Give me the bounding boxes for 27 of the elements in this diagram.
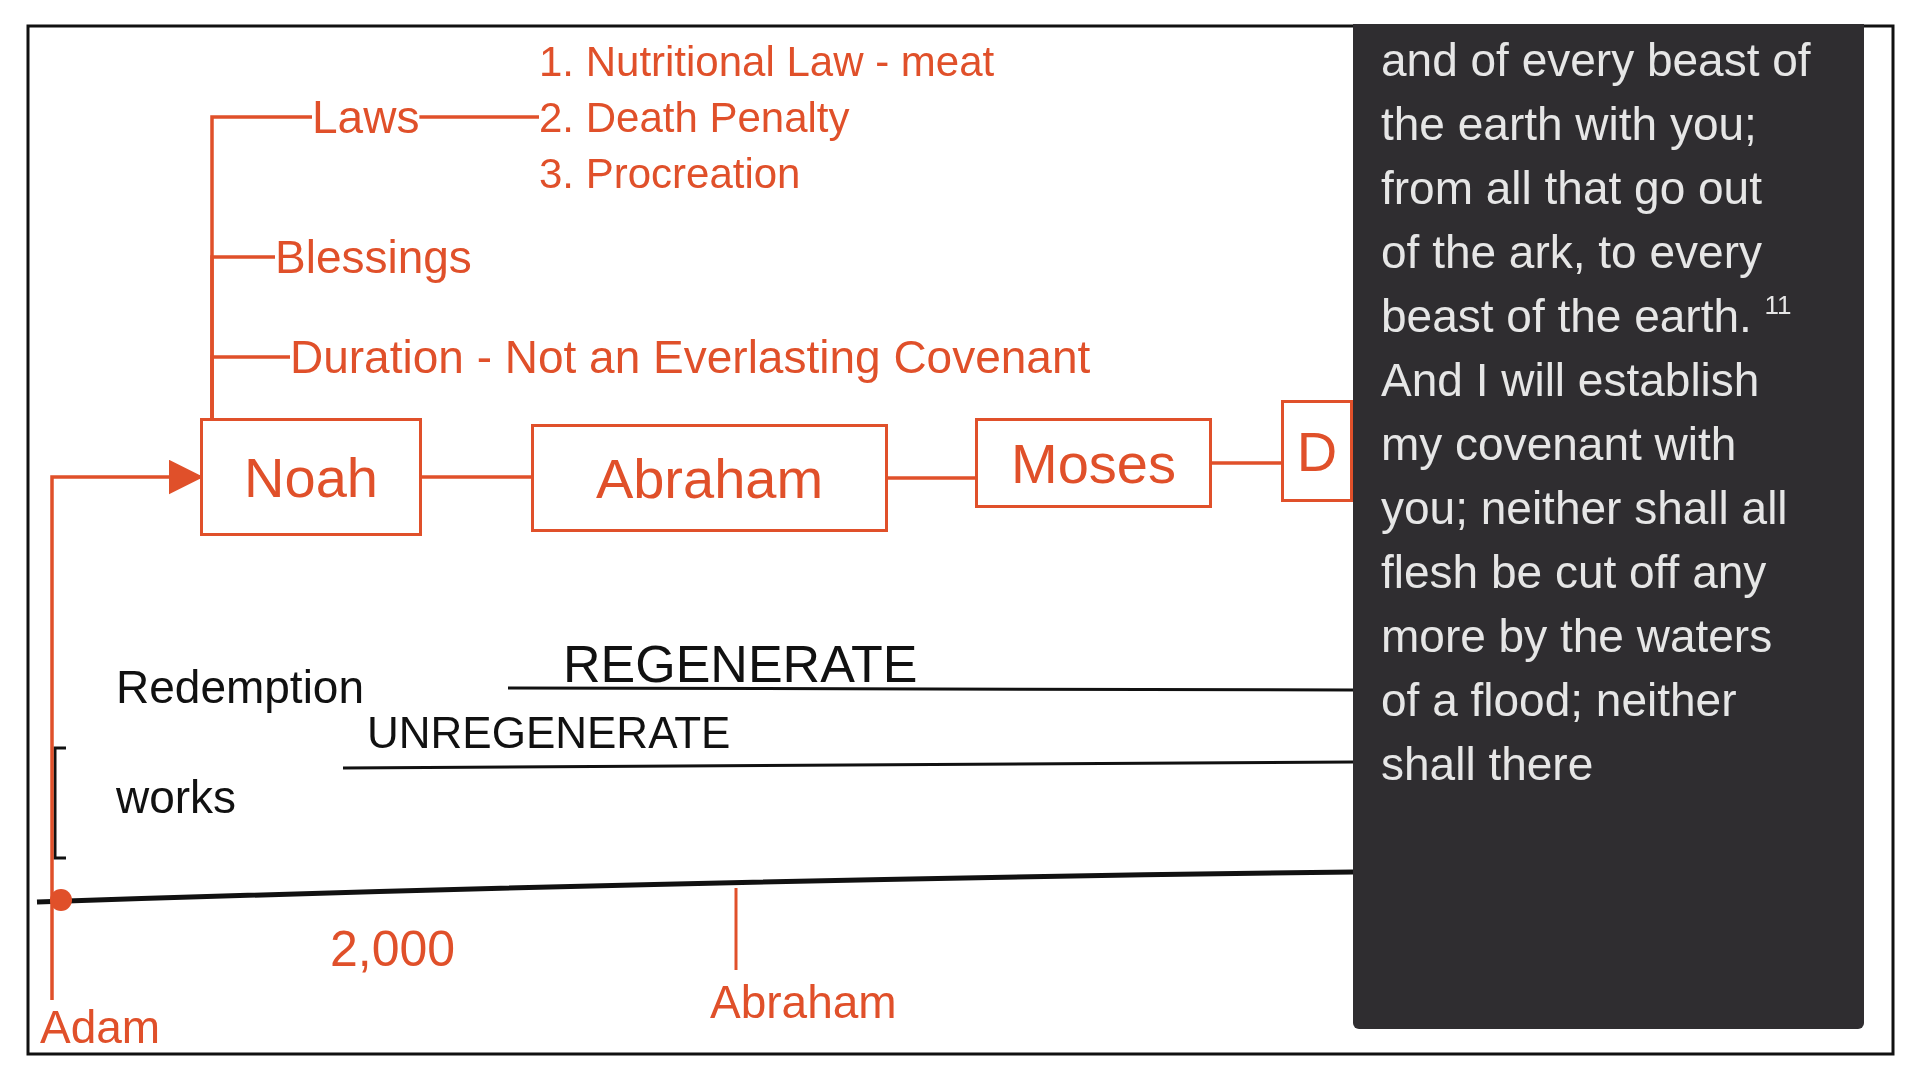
scripture-text: and of every beast of the earth with you; from all that go out of the ark, to every beast of the earth. $^{11}$ And I will establish my covenant with you; neither shall all flesh be cut off any more by the waters of a flood; neither shall there bbox=[1381, 33, 1811, 792]
connector-line bbox=[210, 355, 290, 418]
note-label: Abraham bbox=[710, 975, 897, 1029]
box-label: D bbox=[1296, 418, 1338, 484]
connector-line bbox=[1212, 461, 1281, 465]
list-item: 3. Procreation bbox=[539, 149, 802, 199]
handwritten-label: Laws bbox=[312, 90, 420, 144]
connector-line bbox=[419, 115, 539, 119]
name-box bbox=[1281, 400, 1353, 502]
handwritten-label: Duration - Not an Everlasting Covenant bbox=[290, 330, 1091, 384]
note-label: works bbox=[116, 770, 237, 824]
box-label: Noah bbox=[244, 444, 378, 510]
list-item: 2. Death Penalty bbox=[539, 93, 851, 143]
note-label: UNREGENERATE bbox=[367, 708, 731, 758]
connector-line bbox=[888, 476, 975, 480]
name-box bbox=[531, 424, 888, 532]
handwritten-label: Blessings bbox=[275, 230, 472, 284]
connector-line bbox=[422, 475, 531, 479]
name-box bbox=[200, 418, 422, 536]
handwritten-label: Adam bbox=[40, 1000, 161, 1054]
box-label: Abraham bbox=[595, 445, 824, 511]
note-label: Redemption bbox=[116, 660, 365, 714]
note-label: REGENERATE bbox=[563, 634, 918, 694]
note-label: 2,000 bbox=[330, 920, 456, 978]
name-box bbox=[975, 418, 1212, 508]
box-label: Moses bbox=[1011, 430, 1176, 496]
list-item: 1. Nutritional Law - meat bbox=[539, 37, 996, 87]
